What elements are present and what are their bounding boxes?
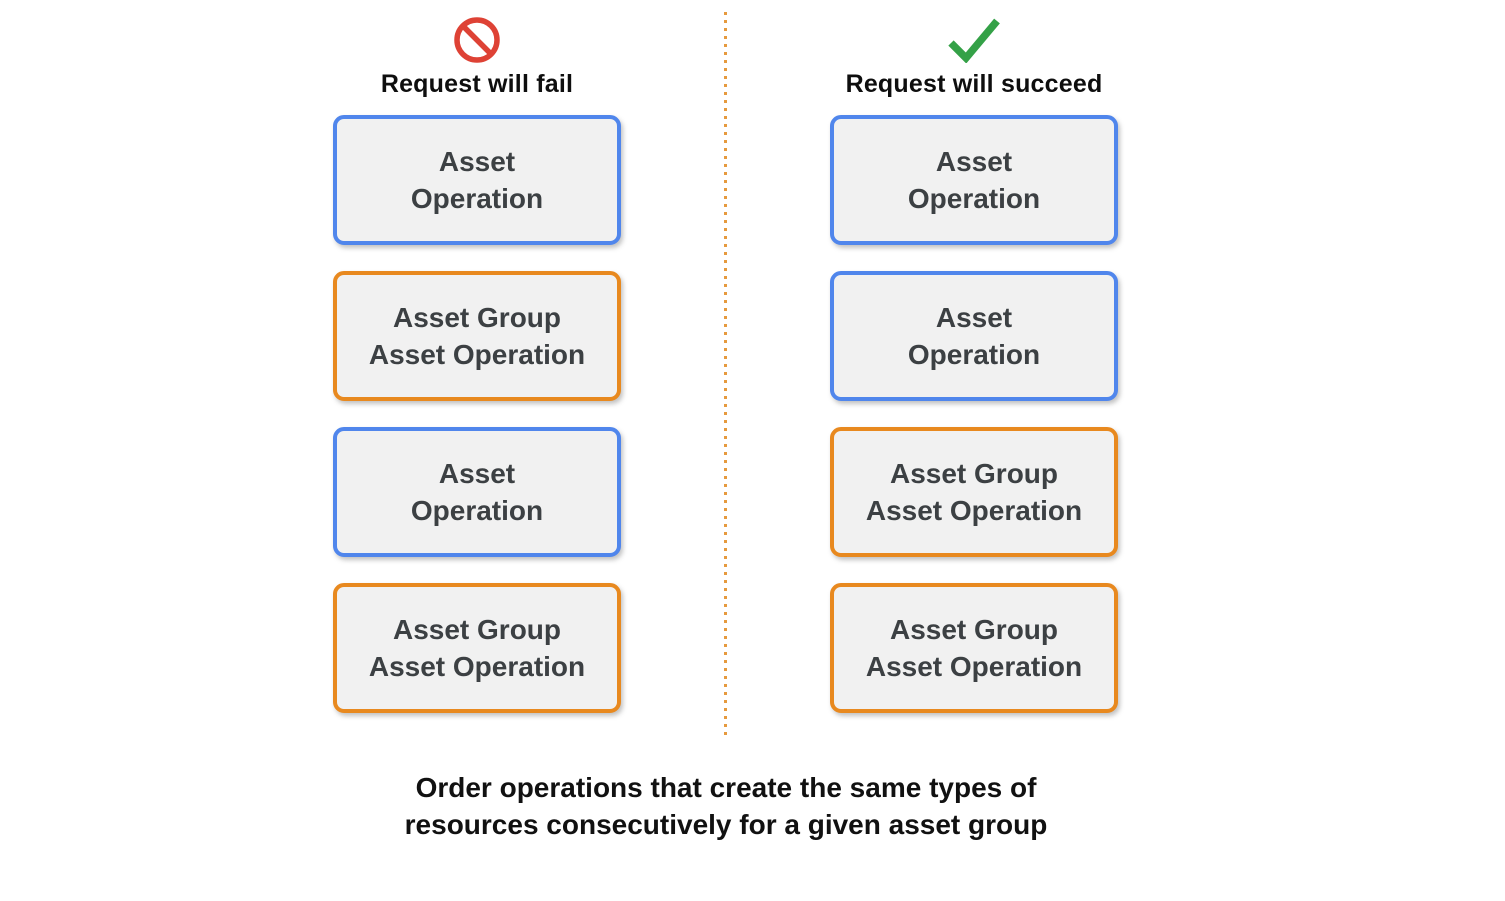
flow-box-asset-group-asset-operation: Asset Group Asset Operation bbox=[333, 271, 621, 401]
no-entry-icon bbox=[452, 14, 502, 66]
column-request-will-succeed: Request will succeed Asset Operation Ass… bbox=[830, 14, 1118, 739]
flow-box-asset-operation: Asset Operation bbox=[333, 427, 621, 557]
box-label-line: Asset bbox=[438, 146, 516, 177]
box-label-line: Asset Group bbox=[889, 458, 1059, 489]
caption-line-1: Order operations that create the same ty… bbox=[415, 772, 1037, 803]
box-label-line: Asset Group bbox=[392, 614, 562, 645]
box-label-line: Operation bbox=[410, 495, 544, 526]
box-label-line: Asset Operation bbox=[865, 495, 1083, 526]
box-label-line: Operation bbox=[410, 183, 544, 214]
flow-box-asset-group-asset-operation: Asset Group Asset Operation bbox=[830, 427, 1118, 557]
box-label-line: Asset bbox=[438, 458, 516, 489]
box-label-line: Asset Group bbox=[889, 614, 1059, 645]
caption-line-2: resources consecutively for a given asse… bbox=[404, 809, 1048, 840]
box-label-line: Asset Group bbox=[392, 302, 562, 333]
checkmark-icon bbox=[945, 14, 1003, 66]
caption: Order operations that create the same ty… bbox=[0, 769, 1452, 843]
box-label-line: Asset bbox=[935, 146, 1013, 177]
box-label-line: Asset Operation bbox=[368, 651, 586, 682]
flow-box-asset-operation: Asset Operation bbox=[830, 271, 1118, 401]
column-title-succeed: Request will succeed bbox=[845, 70, 1103, 98]
flow-box-asset-group-asset-operation: Asset Group Asset Operation bbox=[333, 583, 621, 713]
box-label-line: Operation bbox=[907, 339, 1041, 370]
flow-box-asset-operation: Asset Operation bbox=[830, 115, 1118, 245]
box-label-line: Asset Operation bbox=[865, 651, 1083, 682]
flow-box-asset-group-asset-operation: Asset Group Asset Operation bbox=[830, 583, 1118, 713]
box-label-line: Operation bbox=[907, 183, 1041, 214]
column-request-will-fail: Request will fail Asset Operation Asset … bbox=[333, 14, 621, 739]
box-label-line: Asset bbox=[935, 302, 1013, 333]
column-title-fail: Request will fail bbox=[380, 70, 574, 98]
flow-box-asset-operation: Asset Operation bbox=[333, 115, 621, 245]
column-divider bbox=[724, 12, 727, 736]
box-label-line: Asset Operation bbox=[368, 339, 586, 370]
